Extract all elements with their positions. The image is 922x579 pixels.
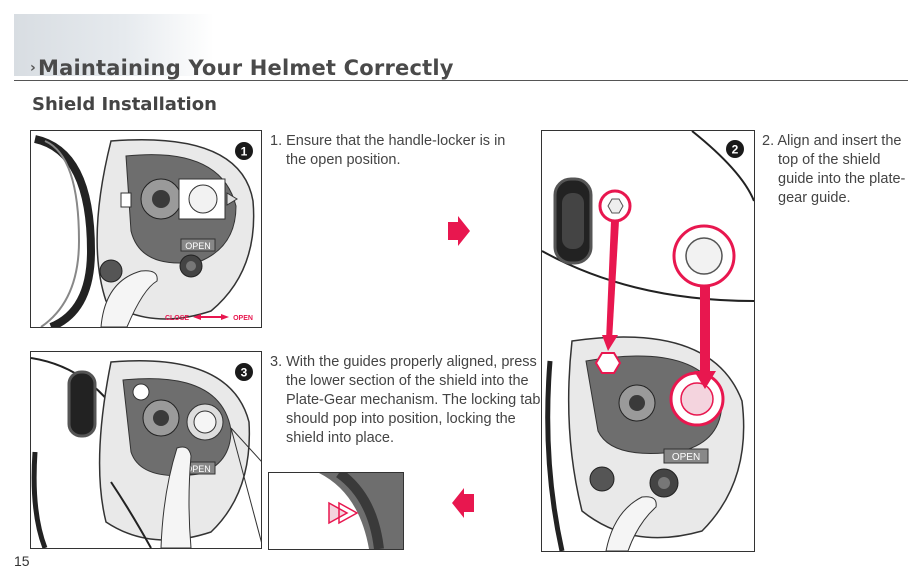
step-2-text: 2. Align and insert the top of the shiel… (762, 133, 906, 206)
previous-step-arrow-icon (452, 488, 474, 518)
locking-tab-icon (328, 501, 349, 525)
figure-3-open-stamp: OPEN (185, 464, 211, 474)
figure-3-detail-inset (268, 472, 404, 550)
figure-1-illustration: OPEN 1 CLOSE OPEN (34, 135, 255, 327)
figure-3-detail-illustration (319, 473, 403, 549)
figure-2-open-stamp: OPEN (672, 452, 700, 463)
section-title: Shield Installation (32, 94, 217, 115)
figure-1-panel: OPEN 1 CLOSE OPEN (30, 130, 262, 328)
step-3-text: 3. With the guides properly aligned, pre… (270, 354, 541, 446)
figure-3-panel: OPEN 3 (30, 351, 262, 549)
figure-1-open-stamp: OPEN (185, 241, 211, 251)
figure-2-illustration: OPEN 2 (542, 131, 754, 551)
page-header: ›Maintaining Your Helmet Correctly (30, 56, 454, 80)
figure-1-close-label: CLOSE (165, 315, 189, 322)
figure-3-illustration: OPEN 3 (31, 357, 261, 548)
figure-1-open-label: OPEN (233, 315, 253, 322)
page-number: 15 (14, 553, 30, 569)
header-marker-icon: › (30, 60, 36, 76)
figure-2-panel: OPEN 2 (541, 130, 755, 552)
figure-3-step-badge: 3 (241, 366, 248, 380)
figure-2-step-badge: 2 (732, 143, 739, 157)
step-1-text: 1. Ensure that the handle-locker is in t… (270, 133, 506, 168)
header-rule (14, 80, 908, 81)
next-step-arrow-icon (448, 216, 470, 246)
close-open-arrow-icon (193, 314, 229, 320)
header-title: Maintaining Your Helmet Correctly (37, 56, 454, 80)
header-band (14, 14, 214, 76)
figure-1-step-badge: 1 (241, 145, 248, 159)
